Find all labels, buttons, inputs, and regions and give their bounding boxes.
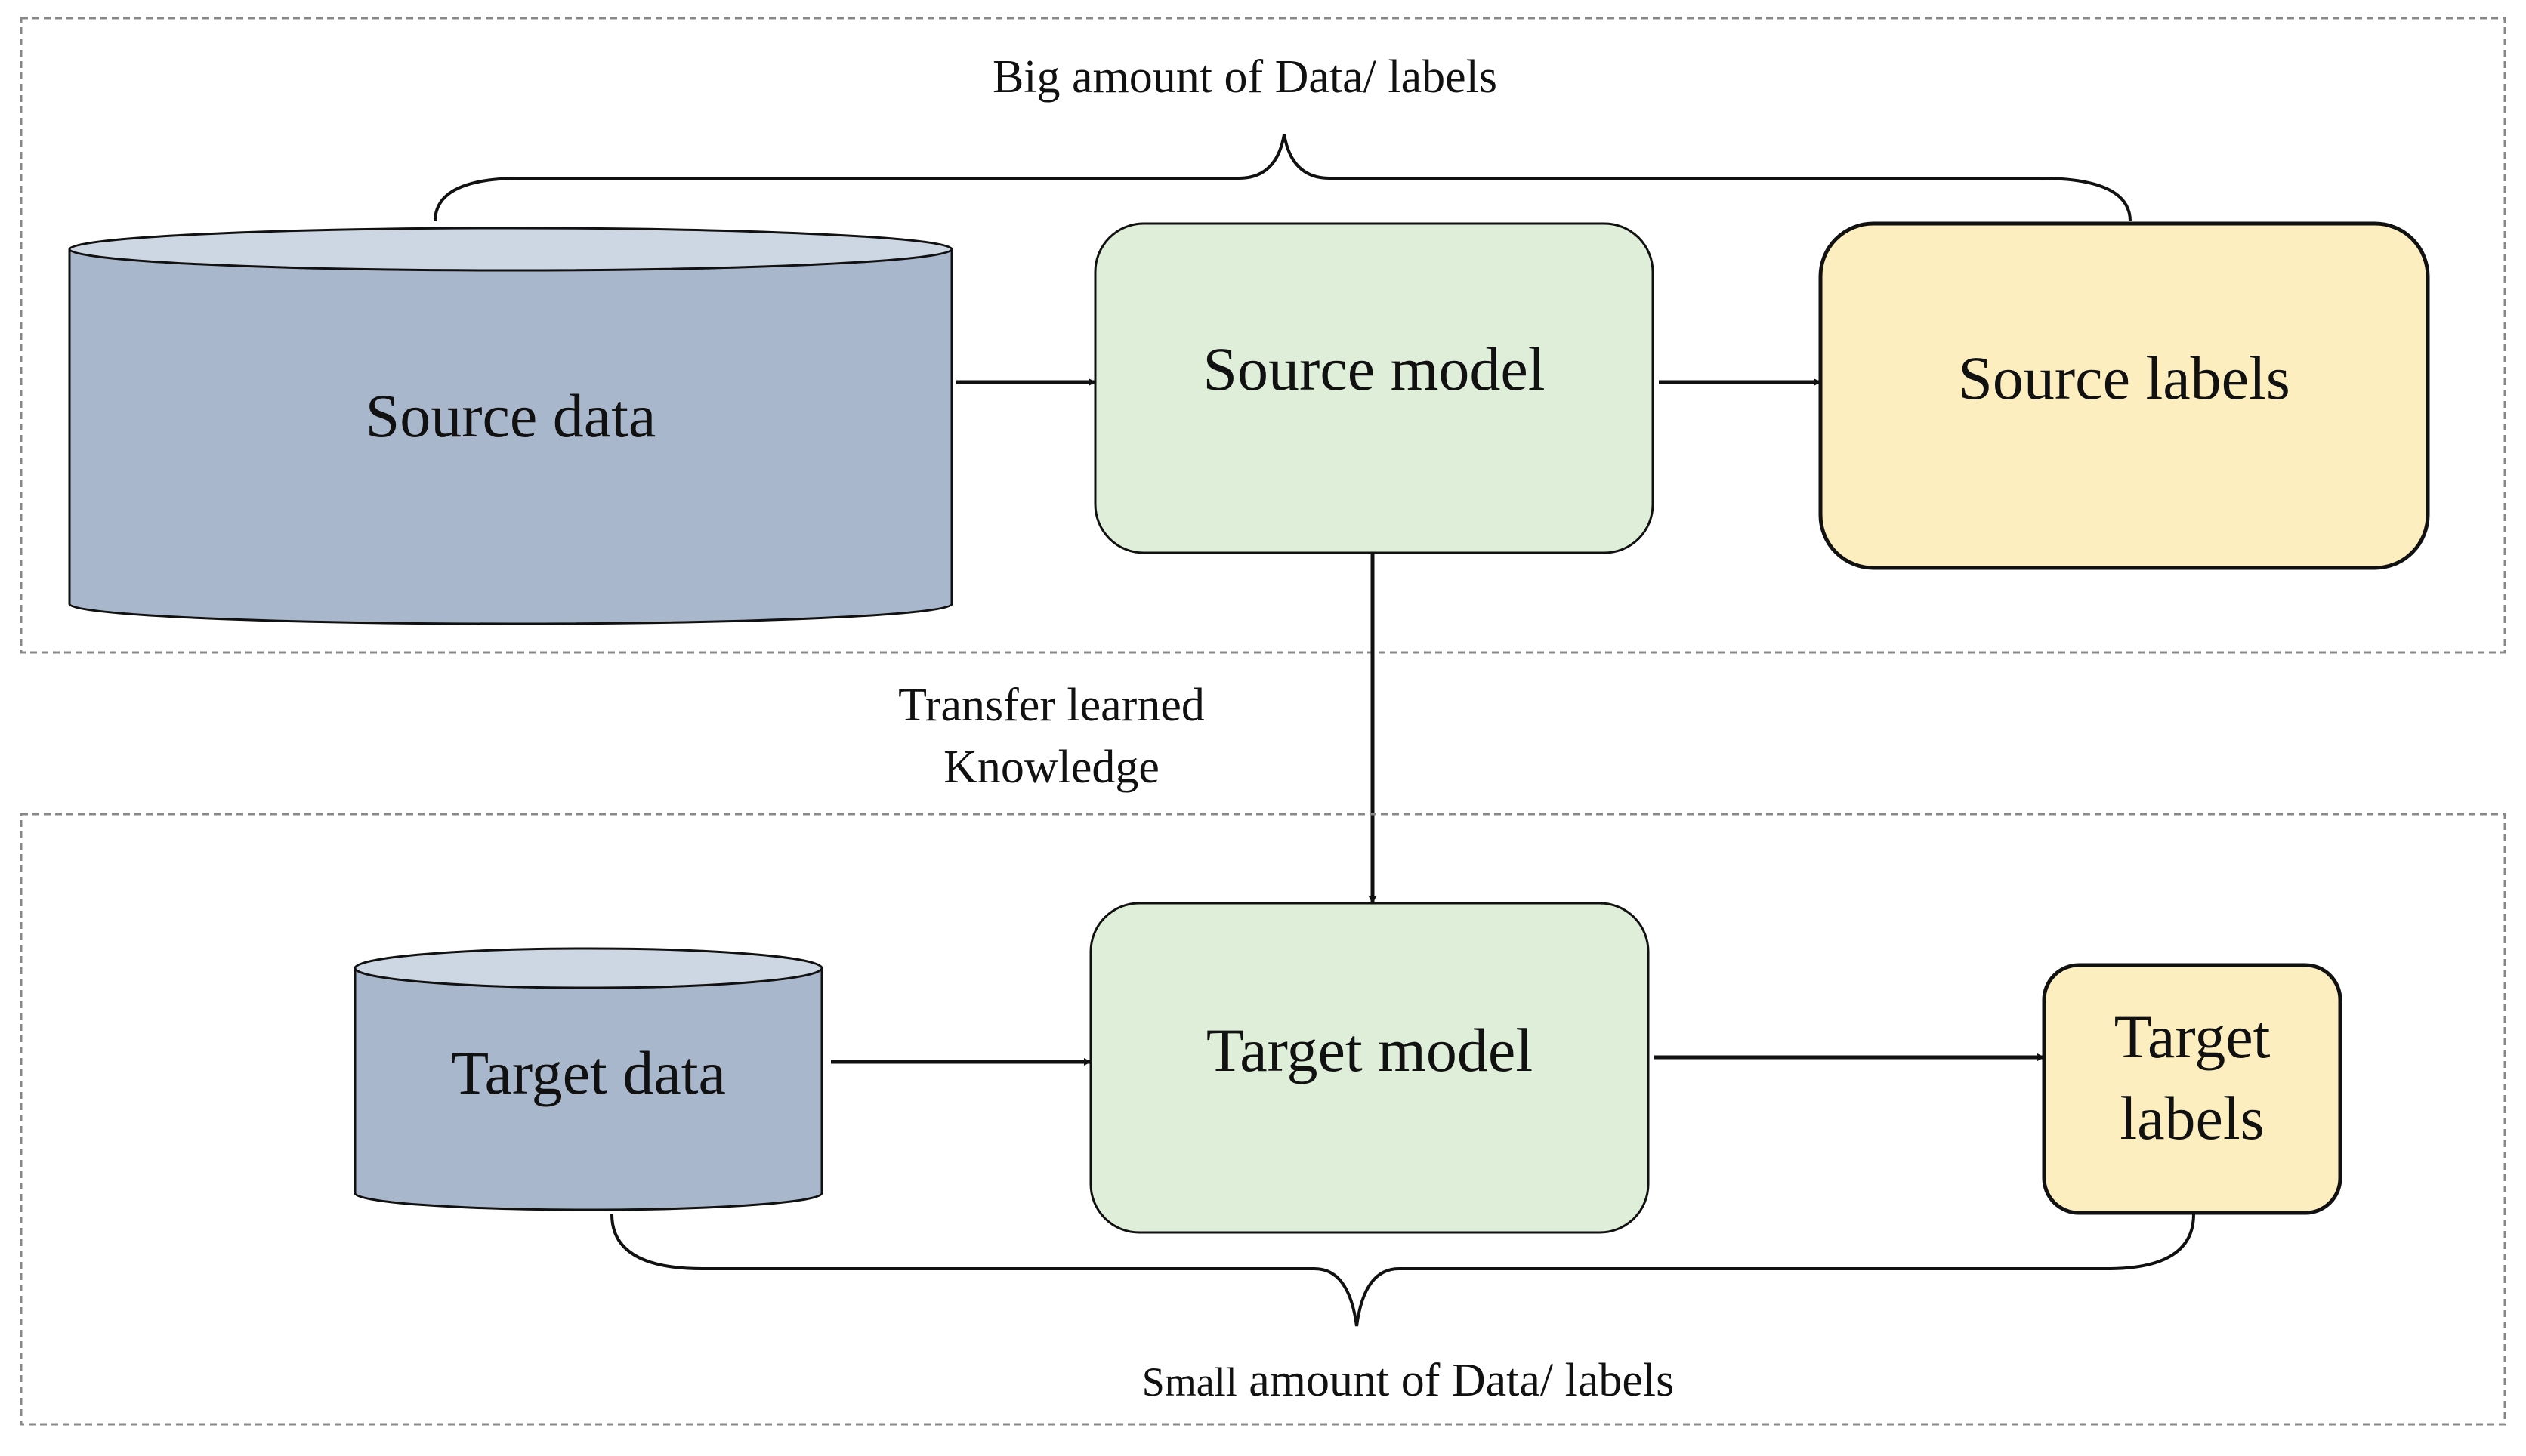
small-amount-rest: amount of Data/ labels [1237,1355,1675,1406]
target-labels-label-line1: Target [2114,1002,2271,1071]
target-data-cylinder: Target data [354,947,823,1211]
source-model-label: Source model [1203,335,1545,403]
target-labels-label-line2: labels [2120,1084,2264,1152]
source-data-cylinder: Source data [68,227,953,625]
source-panel-border [20,17,2506,654]
target-data-label: Target data [451,1038,726,1107]
source-data-top [68,227,953,272]
source-data-body [68,249,953,625]
source-brace [434,134,2132,222]
small-amount-label: Small amount of Data/ labels [1142,1355,1675,1406]
transfer-label-line1: Transfer learned [898,680,1205,731]
target-brace [610,1214,2195,1327]
transfer-label-line2: Knowledge [943,742,1160,793]
big-amount-label: Big amount of Data/ labels [993,51,1497,103]
target-panel-border [20,813,2506,1426]
target-data-top [354,947,823,989]
source-data-label: Source data [366,381,656,450]
transfer-connector: Transfer learned Knowledge [898,553,1376,904]
source-labels-label: Source labels [1958,344,2290,412]
target-panel: Target data Target model Target labels S… [20,813,2506,1426]
target-labels-box: Target labels [2042,963,2342,1215]
small-amount-word: Small [1142,1359,1237,1405]
target-model-box: Target model [1089,902,1650,1234]
target-data-body [354,968,823,1211]
source-panel: Big amount of Data/ labels Source data S… [20,17,2506,654]
source-model-box: Source model [1094,222,1654,554]
target-model-label: Target model [1206,1016,1533,1084]
source-labels-box: Source labels [1818,221,2430,570]
